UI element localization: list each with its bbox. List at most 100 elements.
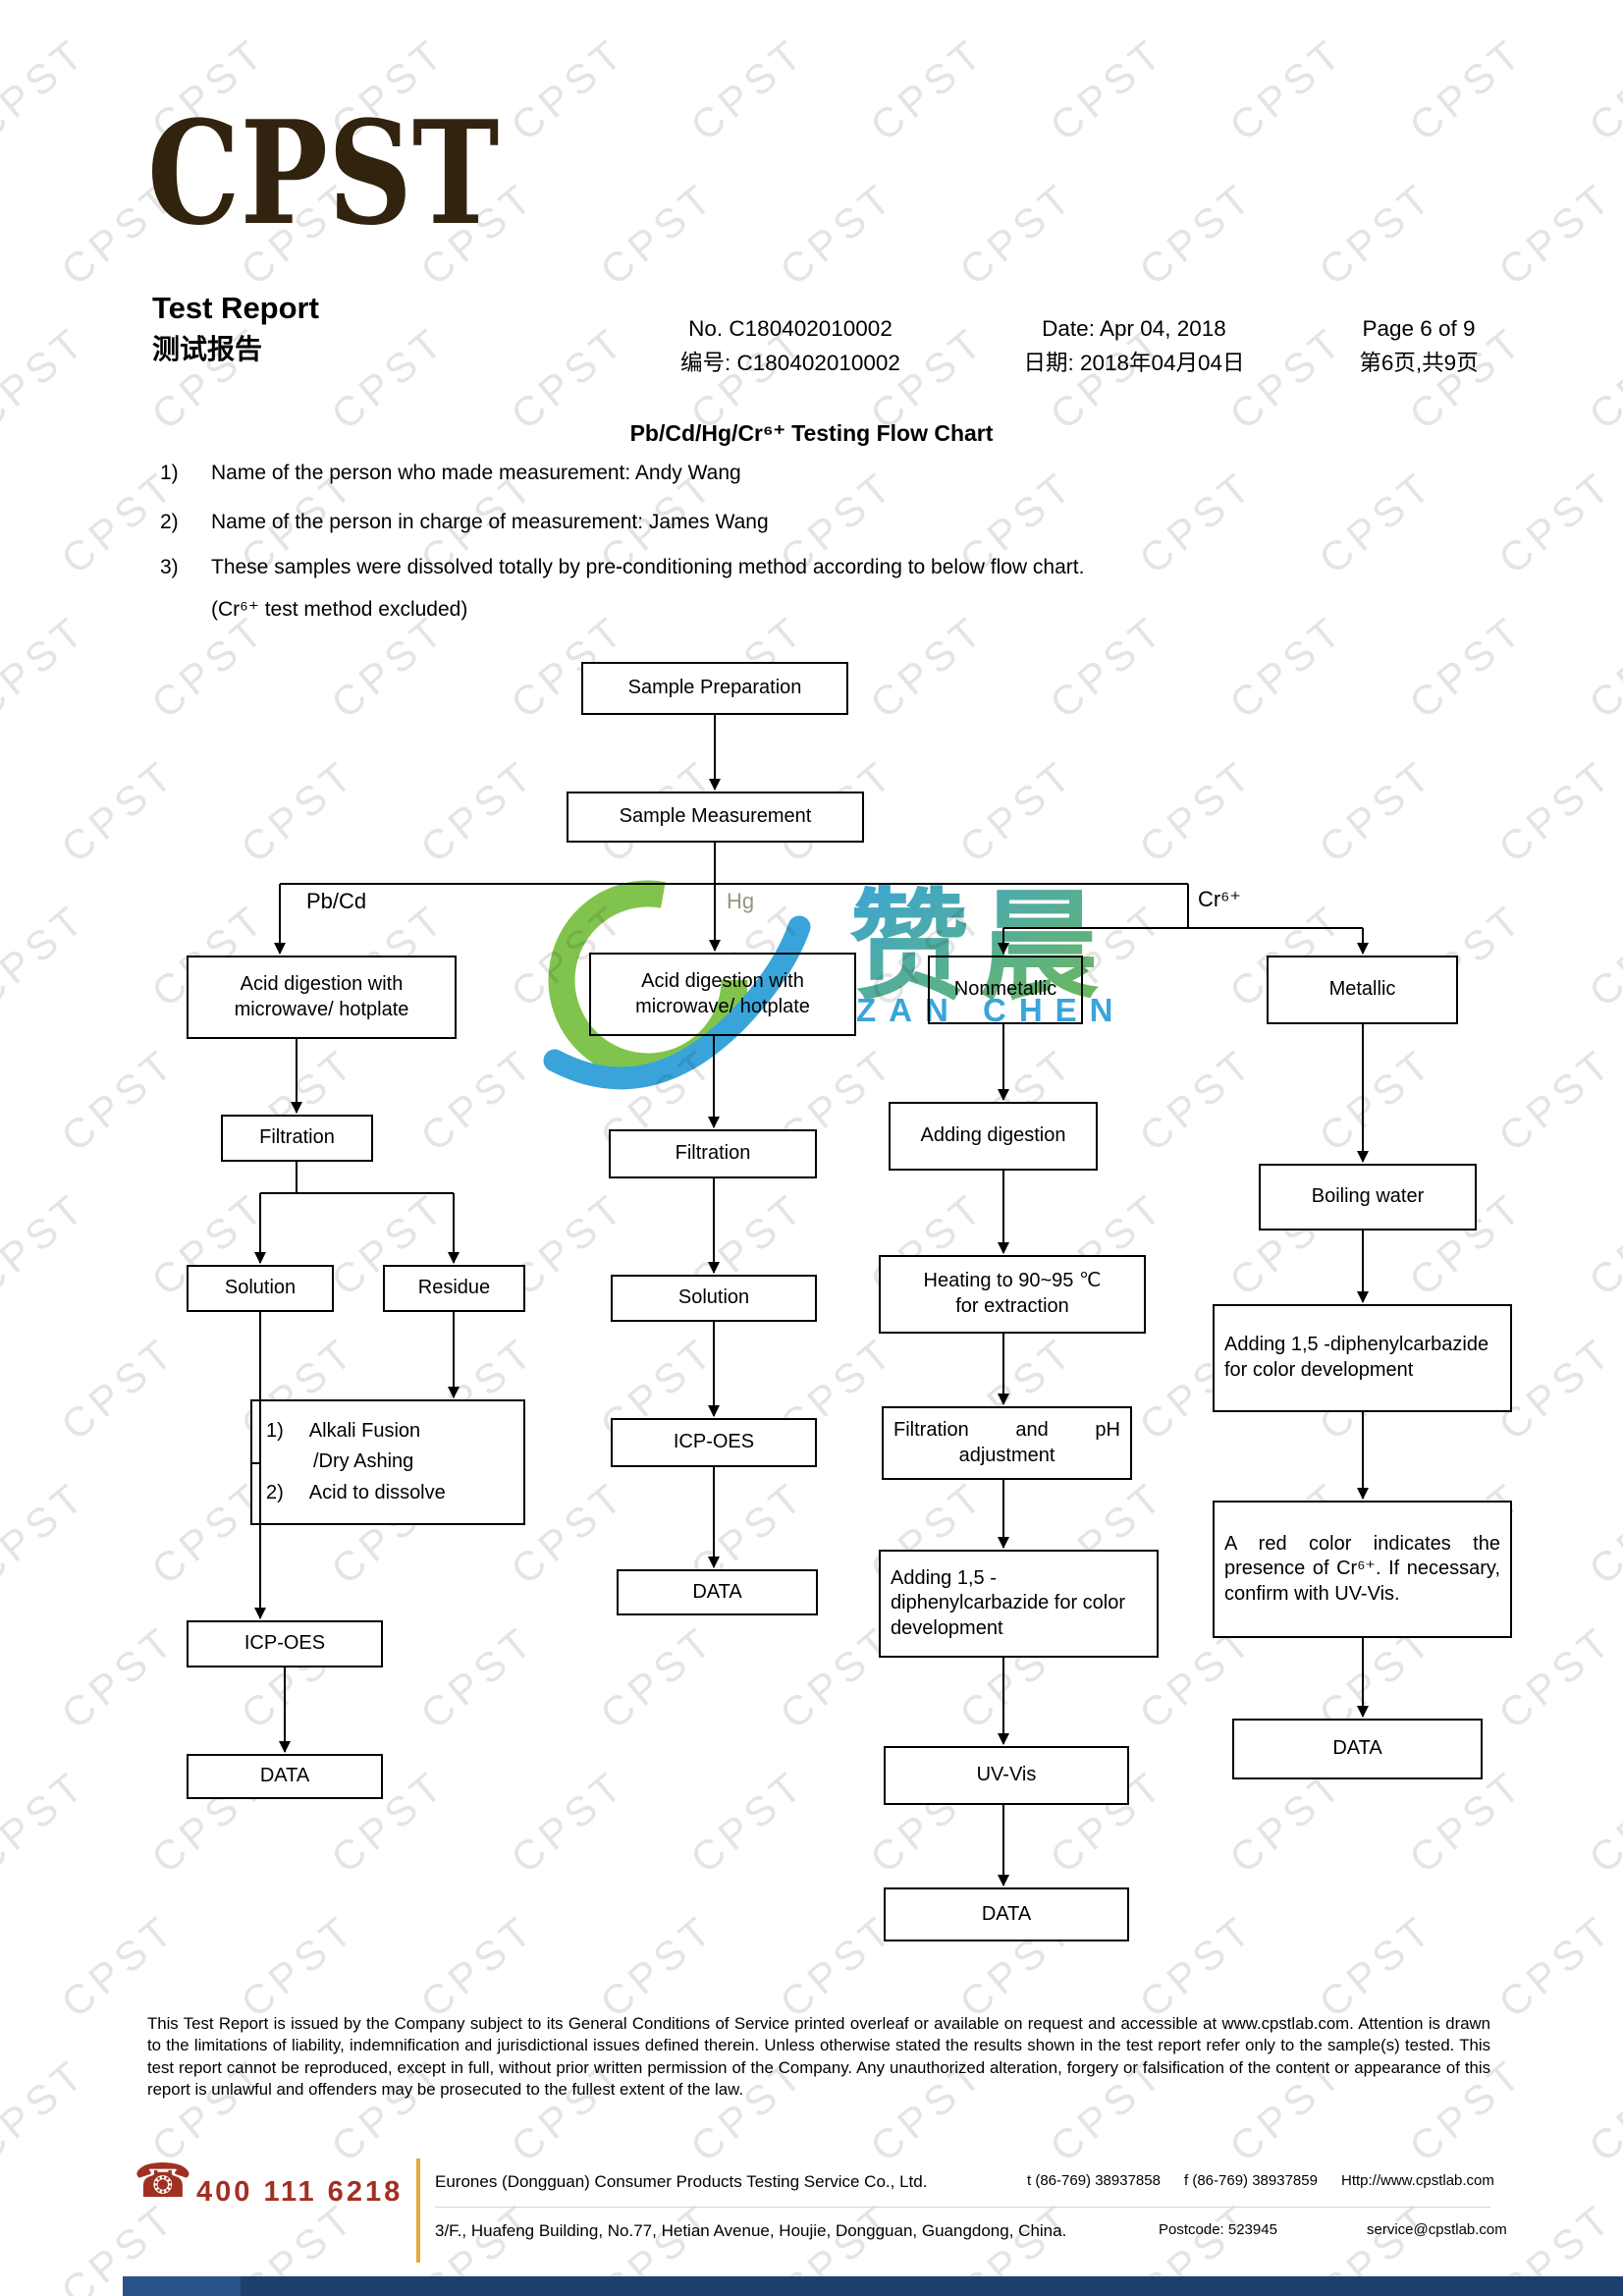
- watermark-text: CPST: [0, 1038, 5, 1161]
- watermark-text: CPST: [1489, 749, 1622, 872]
- flow-node-hg-acid-digestion: Acid digestion with microwave/ hotplate: [589, 953, 856, 1036]
- watermark-text: CPST: [232, 749, 364, 872]
- bottom-bar: [123, 2276, 1623, 2296]
- alkali-num-1: 1): [266, 1419, 284, 1442]
- watermark-text: CPST: [950, 749, 1083, 872]
- watermark-text: CPST: [0, 749, 5, 872]
- alkali-num-2: 2): [266, 1481, 284, 1503]
- report-number-cn: 编号: C180402010002: [680, 350, 900, 375]
- flow-node-alkali-fusion: 1) Alkali Fusion /Dry Ashing 2) Acid to …: [250, 1399, 525, 1525]
- watermark-text: CPST: [771, 0, 903, 6]
- watermark-text: CPST: [322, 605, 455, 728]
- branch-label-hg: Hg: [727, 889, 755, 913]
- watermark-text: CPST: [411, 1038, 544, 1161]
- flow-node-red-color-indicates: A red color indicates the presence of Cr…: [1213, 1501, 1512, 1638]
- company-tel: t (86-769) 38937858: [1027, 2172, 1161, 2189]
- watermark-text: CPST: [0, 2193, 5, 2296]
- watermark-text: CPST: [0, 1615, 5, 1738]
- flow-node-pbcd-icp-oes: ICP-OES: [187, 1620, 383, 1667]
- branch-label-pbcd: Pb/Cd: [306, 889, 367, 913]
- flow-node-adding-diphenylcarbazide-metallic: Adding 1,5 -diphenylcarbazide for color …: [1213, 1304, 1512, 1412]
- watermark-text: CPST: [411, 1904, 544, 2027]
- watermark-text: CPST: [861, 605, 994, 728]
- watermark-text: CPST: [1041, 605, 1173, 728]
- report-page-block: Page 6 of 9 第6页,共9页: [1306, 312, 1532, 381]
- flow-node-hg-solution: Solution: [611, 1275, 817, 1322]
- filtration-ph-line-2: adjustment: [958, 1444, 1055, 1466]
- alkali-line-1: 1) Alkali Fusion: [266, 1419, 420, 1445]
- watermark-text: CPST: [52, 0, 185, 6]
- flow-node-boiling-water: Boiling water: [1259, 1164, 1477, 1230]
- watermark-text: CPST: [1130, 172, 1263, 295]
- flow-node-adding-digestion: Adding digestion: [889, 1102, 1098, 1171]
- company-website: Http://www.cpstlab.com: [1341, 2172, 1494, 2189]
- watermark-text: CPST: [861, 27, 994, 150]
- watermark-text: CPST: [1489, 0, 1622, 6]
- watermark-text: CPST: [0, 605, 95, 728]
- company-name: Eurones (Dongguan) Consumer Products Tes…: [435, 2172, 928, 2191]
- watermark-text: CPST: [1130, 749, 1263, 872]
- watermark-text: CPST: [52, 1327, 185, 1449]
- watermark-text: CPST: [411, 749, 544, 872]
- watermark-text: CPST: [0, 2049, 95, 2171]
- flow-node-hg-icp-oes: ICP-OES: [611, 1418, 817, 1467]
- watermark-text: CPST: [232, 0, 364, 6]
- watermark-text: CPST: [1041, 27, 1173, 150]
- watermark-text: CPST: [1400, 27, 1533, 150]
- list-item-3-text: These samples were dissolved totally by …: [211, 556, 1085, 578]
- report-date-cn: 日期: 2018年04月04日: [1023, 350, 1245, 375]
- watermark-text: CPST: [0, 461, 5, 583]
- flow-node-heating-extraction: Heating to 90~95 ℃ for extraction: [879, 1255, 1146, 1334]
- watermark-text: CPST: [0, 1327, 5, 1449]
- branch-label-cr6: Cr⁶⁺: [1198, 887, 1241, 911]
- watermark-text: CPST: [0, 1760, 95, 1883]
- watermark-text: CPST: [1580, 894, 1623, 1016]
- red-color-text: A red color indicates the presence of Cr…: [1224, 1532, 1500, 1605]
- list-item-3-number: 3): [160, 556, 179, 578]
- list-item-2-text: Name of the person in charge of measurem…: [211, 511, 769, 533]
- watermark-text: CPST: [1580, 1760, 1623, 1883]
- disclaimer-text: This Test Report is issued by the Compan…: [147, 2014, 1490, 2099]
- list-item-2-number: 2): [160, 511, 179, 533]
- report-title-cn: 测试报告: [152, 334, 263, 364]
- flow-node-pbcd-solution: Solution: [187, 1265, 334, 1312]
- report-pagenum-en: Page 6 of 9: [1362, 316, 1476, 341]
- watermark-text: CPST: [1489, 1038, 1622, 1161]
- watermark-text: CPST: [771, 172, 903, 295]
- report-date-block: Date: Apr 04, 2018 日期: 2018年04月04日: [982, 312, 1286, 381]
- report-number-block: No. C180402010002 编号: C180402010002: [628, 312, 952, 381]
- flow-node-pbcd-acid-digestion: Acid digestion with microwave/ hotplate: [187, 956, 457, 1039]
- watermark-text: CPST: [1310, 0, 1442, 6]
- report-date-en: Date: Apr 04, 2018: [1042, 316, 1226, 341]
- list-item-3-cont-text: (Cr⁶⁺ test method excluded): [211, 598, 468, 621]
- flow-node-nonmetallic: Nonmetallic: [928, 956, 1083, 1024]
- alkali-text-3: Acid to dissolve: [308, 1481, 446, 1503]
- watermark-text: CPST: [1580, 1471, 1623, 1594]
- heating-line-2: for extraction: [955, 1295, 1069, 1317]
- watermark-text: CPST: [0, 1904, 5, 2027]
- watermark-text: CPST: [1489, 1904, 1622, 2027]
- watermark-text: CPST: [1489, 172, 1622, 295]
- watermark-text: CPST: [502, 27, 634, 150]
- watermark-text: CPST: [1580, 1182, 1623, 1305]
- flow-node-filtration-ph: Filtration and pH adjustment: [882, 1406, 1132, 1480]
- watermark-text: CPST: [1310, 1904, 1442, 2027]
- watermark-text: CPST: [52, 749, 185, 872]
- watermark-text: CPST: [502, 1760, 634, 1883]
- watermark-text: CPST: [0, 1471, 95, 1594]
- watermark-text: CPST: [1580, 605, 1623, 728]
- alkali-line-3: 2) Acid to dissolve: [266, 1481, 446, 1506]
- report-title-block: Test Report 测试报告: [152, 291, 319, 367]
- alkali-text-1: Alkali Fusion: [308, 1419, 421, 1442]
- flow-node-uv-vis: UV-Vis: [884, 1746, 1129, 1805]
- watermark-text: CPST: [591, 1904, 724, 2027]
- filtration-ph-line-1: Filtration and pH: [893, 1418, 1120, 1441]
- watermark-text: CPST: [591, 172, 724, 295]
- flowchart-title: Pb/Cd/Hg/Cr⁶⁺ Testing Flow Chart: [629, 420, 994, 446]
- company-fax: f (86-769) 38937859: [1184, 2172, 1318, 2189]
- watermark-text: CPST: [0, 1182, 95, 1305]
- report-title-en: Test Report: [152, 291, 319, 325]
- alkali-line-2: /Dry Ashing: [266, 1449, 413, 1475]
- flow-node-metallic-data: DATA: [1232, 1719, 1483, 1779]
- watermark-text: CPST: [1310, 1038, 1442, 1161]
